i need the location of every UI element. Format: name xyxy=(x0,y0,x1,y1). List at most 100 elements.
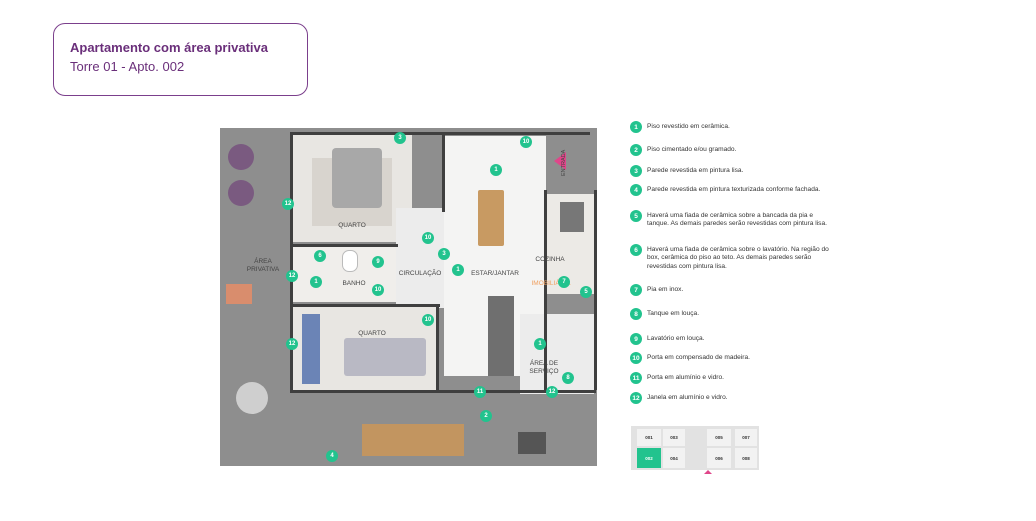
marker-2: 2 xyxy=(480,410,492,422)
label-circulacao: CIRCULAÇÃO xyxy=(398,270,442,277)
wall xyxy=(442,132,445,212)
legend-number: 9 xyxy=(630,333,642,345)
fridge xyxy=(560,202,584,232)
legend-number: 8 xyxy=(630,308,642,320)
marker-12: 12 xyxy=(546,386,558,398)
wall xyxy=(544,190,547,390)
wall xyxy=(290,304,440,307)
page-subtitle: Torre 01 - Apto. 002 xyxy=(70,59,185,74)
toilet-icon xyxy=(342,250,358,272)
title-box: Apartamento com área privativa Torre 01 … xyxy=(53,23,308,96)
label-quarto-top: QUARTO xyxy=(338,222,366,229)
marker-1: 1 xyxy=(310,276,322,288)
marker-3: 3 xyxy=(394,132,406,144)
room-circulacao xyxy=(396,208,444,308)
marker-6: 6 xyxy=(314,250,326,262)
marker-9: 9 xyxy=(372,256,384,268)
plant-icon xyxy=(228,180,254,206)
bed-bottom xyxy=(344,338,426,376)
legend-number: 7 xyxy=(630,284,642,296)
legend-item: 5 Haverá uma fiada de cerâmica sobre a b… xyxy=(630,210,835,229)
legend-item: 4 Parede revestida em pintura texturizad… xyxy=(630,184,835,196)
legend-text: Lavatório em louça. xyxy=(647,335,705,342)
wall xyxy=(594,190,597,390)
room-area-servico xyxy=(520,314,594,394)
entrada-arrow-icon xyxy=(554,152,566,170)
legend-text: Haverá uma fiada de cerâmica sobre o lav… xyxy=(647,246,829,270)
wall xyxy=(290,132,590,135)
wardrobe xyxy=(302,314,320,384)
legend-item: 8 Tanque em louça. xyxy=(630,308,835,320)
unit-002: 002 xyxy=(637,448,661,468)
marker-12: 12 xyxy=(282,198,294,210)
label-banho: BANHO xyxy=(342,280,366,287)
marker-1: 1 xyxy=(452,264,464,276)
sofa xyxy=(488,296,514,376)
page-title: Apartamento com área privativa xyxy=(70,40,268,55)
legend-text: Porta em alumínio e vidro. xyxy=(647,374,724,381)
unit-005: 005 xyxy=(707,429,731,446)
legend-text: Piso cimentado e/ou gramado. xyxy=(647,146,737,153)
unit-003: 003 xyxy=(663,429,685,446)
legend-number: 10 xyxy=(630,352,642,364)
legend-text: Haverá uma fiada de cerâmica sobre a ban… xyxy=(647,212,827,228)
label-area-servico: ÁREA DE SERVIÇO xyxy=(529,360,559,375)
marker-10: 10 xyxy=(422,232,434,244)
legend-item: 11 Porta em alumínio e vidro. xyxy=(630,372,835,384)
legend-number: 5 xyxy=(630,210,642,222)
marker-11: 11 xyxy=(474,386,486,398)
legend-text: Parede revestida em pintura texturizada … xyxy=(647,186,821,193)
unit-008: 008 xyxy=(735,448,757,468)
legend-text: Janela em alumínio e vidro. xyxy=(647,394,728,401)
legend-item: 12 Janela em alumínio e vidro. xyxy=(630,392,835,404)
legend-text: Porta em compensado de madeira. xyxy=(647,354,750,361)
legend-text: Pia em inox. xyxy=(647,286,684,293)
marker-4: 4 xyxy=(326,450,338,462)
grill-icon xyxy=(518,432,546,454)
marker-1: 1 xyxy=(534,338,546,350)
marker-10: 10 xyxy=(422,314,434,326)
legend-item: 2 Piso cimentado e/ou gramado. xyxy=(630,144,835,156)
marker-12: 12 xyxy=(286,270,298,282)
marker-8: 8 xyxy=(562,372,574,384)
legend-text: Tanque em louça. xyxy=(647,310,700,317)
marker-12: 12 xyxy=(286,338,298,350)
legend-item: 1 Piso revestido em cerâmica. xyxy=(630,121,835,133)
bench xyxy=(226,284,252,304)
unit-004: 004 xyxy=(663,448,685,468)
legend-item: 6 Haverá uma fiada de cerâmica sobre o l… xyxy=(630,244,835,271)
label-quarto-bottom: QUARTO xyxy=(358,330,386,337)
legend-number: 11 xyxy=(630,372,642,384)
label-area-privativa: ÁREA PRIVATIVA xyxy=(246,258,280,273)
wall xyxy=(290,244,398,247)
legend-number: 6 xyxy=(630,244,642,256)
legend-item: 10 Porta em compensado de madeira. xyxy=(630,352,835,364)
watermark-text: IMOBILIÁRIA xyxy=(531,280,571,287)
legend-number: 4 xyxy=(630,184,642,196)
armchair-icon xyxy=(236,382,268,414)
marker-1: 1 xyxy=(490,164,502,176)
label-estar-jantar: ESTAR/JANTAR xyxy=(471,270,519,277)
marker-5: 5 xyxy=(580,286,592,298)
legend-number: 3 xyxy=(630,165,642,177)
key-entrance-arrow-icon xyxy=(704,470,712,474)
dining-table xyxy=(478,190,504,246)
wall xyxy=(290,132,293,392)
legend-number: 2 xyxy=(630,144,642,156)
plant-icon xyxy=(228,144,254,170)
legend-text: Piso revestido em cerâmica. xyxy=(647,123,730,130)
unit-007: 007 xyxy=(735,429,757,446)
bed-top xyxy=(332,148,382,208)
outdoor-table xyxy=(362,424,464,456)
legend-item: 9 Lavatório em louça. xyxy=(630,333,835,345)
legend-item: 7 Pia em inox. xyxy=(630,284,835,296)
marker-3: 3 xyxy=(438,248,450,260)
marker-7: 7 xyxy=(558,276,570,288)
key-plan: 001 002 003 004 005 006 007 008 xyxy=(631,426,759,474)
unit-006: 006 xyxy=(707,448,731,468)
legend-text: Parede revestida em pintura lisa. xyxy=(647,167,744,174)
floor-plan: ENTRADA ÁREA PRIVATIVA QUARTO BANHO CIRC… xyxy=(220,128,597,466)
legend-number: 12 xyxy=(630,392,642,404)
wall xyxy=(290,390,596,393)
marker-10: 10 xyxy=(520,136,532,148)
